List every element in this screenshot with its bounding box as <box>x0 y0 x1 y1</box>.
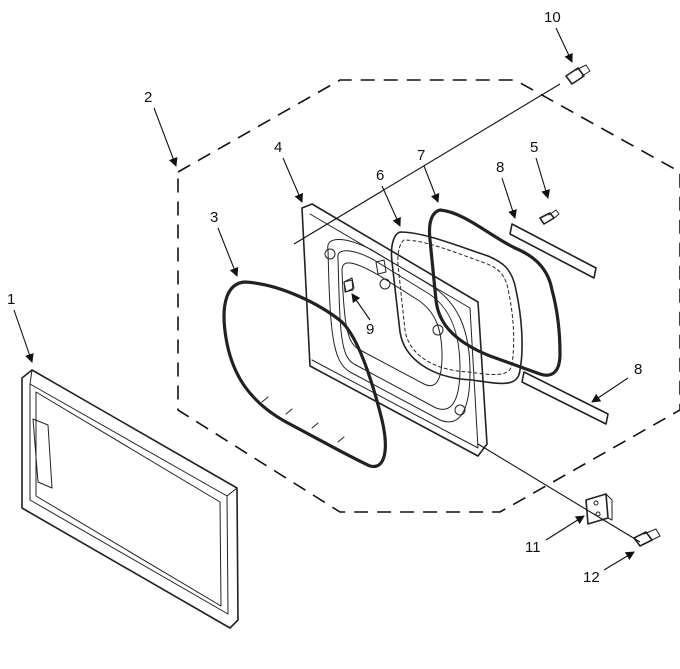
part-11-hinge <box>585 493 613 525</box>
part-7-window-gasket <box>427 208 562 377</box>
leader-4 <box>282 157 303 203</box>
part-5-screw <box>539 209 560 225</box>
part-8-upper-strip <box>509 223 597 279</box>
part-3-outer-door-gasket <box>222 280 387 469</box>
callout-5: 5 <box>530 139 538 156</box>
leader-7 <box>423 165 440 203</box>
leader-2 <box>153 107 178 167</box>
callout-8-upper: 8 <box>496 159 504 176</box>
part-10-screw <box>565 64 591 85</box>
leader-9 <box>351 293 371 321</box>
callout-2: 2 <box>144 89 152 106</box>
callout-11: 11 <box>525 539 541 556</box>
callout-12: 12 <box>583 569 600 586</box>
callout-9: 9 <box>366 321 374 338</box>
part-12-screw <box>633 528 661 547</box>
callout-10: 10 <box>544 9 561 26</box>
alignment-line-top <box>293 83 561 245</box>
leader-12 <box>603 551 635 571</box>
part-1-outer-door-panel <box>21 369 239 629</box>
callout-4: 4 <box>274 139 282 156</box>
leader-5 <box>535 157 551 199</box>
callout-1: 1 <box>7 291 15 308</box>
part-9-clip <box>343 277 355 293</box>
callout-8-lower: 8 <box>634 361 642 378</box>
part-8-lower-strip <box>521 371 609 425</box>
leader-10 <box>555 27 573 63</box>
callout-6: 6 <box>376 167 384 184</box>
callout-7: 7 <box>417 147 425 164</box>
part-4-inner-door-panel <box>301 203 488 457</box>
leader-11 <box>545 515 585 541</box>
alignment-line-bottom <box>477 443 641 543</box>
leader-3 <box>217 227 239 277</box>
leader-8b <box>591 377 629 403</box>
callout-3: 3 <box>210 209 218 226</box>
leader-6 <box>381 185 401 227</box>
assembly-boundary-dashed-outline <box>177 79 680 513</box>
leader-8a <box>501 177 517 219</box>
leader-1 <box>13 309 34 363</box>
